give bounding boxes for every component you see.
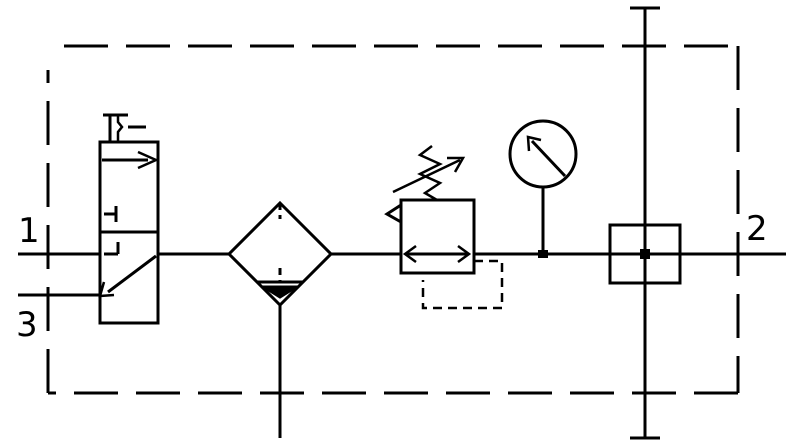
port-label-exhaust: 3 bbox=[16, 305, 38, 345]
pressure-regulator bbox=[384, 145, 504, 310]
port-label-inlet: 1 bbox=[18, 211, 40, 251]
filter-drain bbox=[226, 200, 334, 438]
shutoff-valve bbox=[98, 113, 160, 325]
distribution-block bbox=[608, 6, 682, 440]
port-label-outlet: 2 bbox=[746, 209, 768, 249]
pressure-gauge bbox=[508, 119, 578, 258]
dashed-enclosure bbox=[46, 44, 740, 395]
